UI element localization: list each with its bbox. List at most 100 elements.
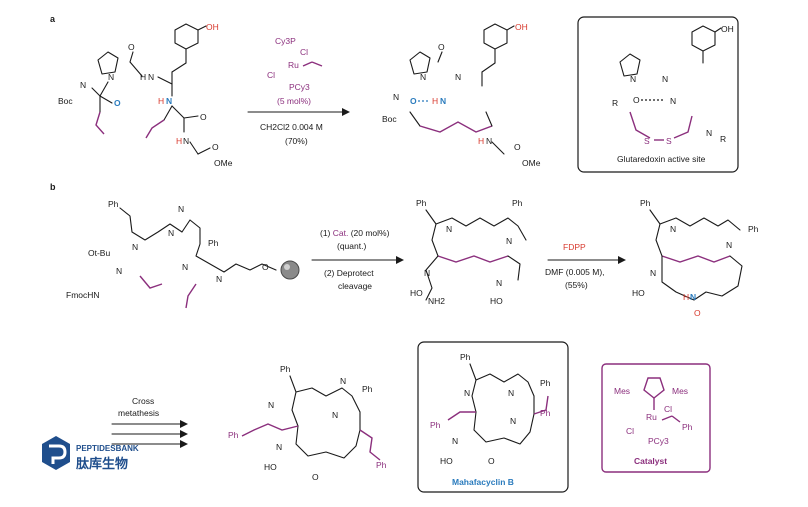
intermediate-b: Ph Ph NH2 HO HO N N N N [410,198,527,306]
o-label-1: O [128,42,135,52]
glutaredoxin-box [577,16,739,173]
cat-ph: Ph [682,422,693,432]
o-label-3: O [212,142,219,152]
mahafacyclin-label: Mahafacyclin B [452,477,514,487]
nh-label: H [140,72,146,82]
oh-glut: OH [721,24,734,34]
step1-quant: (quant.) [337,241,366,251]
step2-line2: cleavage [338,281,372,291]
ph-mb-4: Ph [540,408,551,418]
n-mb-3: N [452,436,458,446]
cat-mes-right: Mes [672,386,688,396]
n-mb-2: N [508,388,514,398]
n-cm-2: N [340,376,346,386]
o-cm: O [312,472,319,482]
n-product-3: N [486,136,492,146]
ph-cyc-1: Ph [640,198,651,208]
o-product-3: O [514,142,521,152]
ph-2: Ph [208,238,219,248]
glutaredoxin-caption: Glutaredoxin active site [617,154,706,164]
solvent-conditions: CH2Cl2 0.004 M [260,122,323,132]
oh-label: OH [206,22,219,32]
oh-label-product: OH [515,22,528,32]
boc-product: Boc [382,114,397,124]
n-cyc-blue: N [690,292,696,302]
nh-glut-R: R [612,98,618,108]
ph-cm-left: Ph [228,430,239,440]
n-b-1: N [132,242,138,252]
catalyst-box [601,363,711,473]
n-label-3: N [183,136,189,146]
otbu-label: Ot-Bu [88,248,110,258]
boc-label: Boc [58,96,73,106]
n-mb-4: N [510,416,516,426]
s1-label: S [644,136,650,146]
peptide-a-product: OH N O N O H N N Boc H N O OMe [382,22,541,168]
ho-mb: HO [440,456,453,466]
arrowhead-cm1 [180,420,188,428]
cat-mes-left: Mes [614,386,630,396]
pro-n-product: N [420,72,426,82]
n-b-4: N [182,262,188,272]
n-glut-2: N [662,74,668,84]
n-glut-1: N [630,74,636,84]
catalyst-structure: Mes Mes Ru Cl Cl Ph PCy3 Catalyst [614,377,693,466]
cy3p-label: Cy3P [275,36,296,46]
ho-cyc: HO [632,288,645,298]
cl-top-label: Cl [300,47,308,57]
o-ester: O [262,262,269,272]
o-product-1: O [438,42,445,52]
nh-product-1: N [455,72,461,82]
ph-cyc-2: Ph [748,224,759,234]
catalyst-loading: (5 mol%) [277,96,311,106]
h-product-red2: H [478,136,484,146]
ph-int-1: Ph [416,198,427,208]
fdpp-label: FDPP [563,242,586,252]
n-product-boc: N [393,92,399,102]
ph-mb-1: Ph [460,352,471,362]
step2-line1: (2) Deprotect [324,268,374,278]
h-product-red: H [432,96,438,106]
logo-mark [49,444,67,464]
step1-rest: (20 mol%) [348,228,389,238]
n-b-5: N [116,266,122,276]
n-int-3: N [424,268,430,278]
arrowhead-a [342,108,350,116]
n-glut-3: N [670,96,676,106]
n-product-blue: N [440,96,446,106]
mahafacyclin-box [417,341,569,493]
n-cyc-red-h: H [683,292,689,302]
cross-line2: metathesis [118,408,159,418]
catalyst-a: Cy3P Cl Ru Cl PCy3 (5 mol%) [267,36,323,106]
ru-label: Ru [288,60,299,70]
n-b-3: N [168,228,174,238]
cl-left-label: Cl [267,70,275,80]
n-int-1: N [446,224,452,234]
n-b-6: N [216,274,222,284]
step1-text: (1) Cat. (20 mol%) [320,228,390,238]
r-glut-2: R [720,134,726,144]
step1-prefix: (1) [320,228,333,238]
step1-cat: Cat. [333,228,349,238]
nh2-label: NH2 [428,296,445,306]
glutaredoxin-structure: OH N N R O N S S N R Glutaredoxin active… [612,24,734,164]
ome-label: OMe [214,158,233,168]
arrowhead-cm3 [180,440,188,448]
ome-product: OMe [522,158,541,168]
fdpp-cond1: DMF (0.005 M), [545,267,605,277]
yield-a: (70%) [285,136,308,146]
panel-b-label: b [50,182,56,192]
cat-ru: Ru [646,412,657,422]
logo-line2: 肽库生物 [76,456,128,472]
cm-product: Ph Ph Ph Ph N N N N HO O [228,364,387,482]
n-cm-4: N [332,410,338,420]
n-cm-3: N [276,442,282,452]
ph-cm-1: Ph [280,364,291,374]
ph-cm-2: Ph [362,384,373,394]
resin-bead-highlight [284,264,290,270]
resin-bead [280,260,300,280]
peptidesbank-logo: PEPTIDESBANK 肽库生物 [42,436,139,472]
cyclic-product-b: Ph Ph N N N H N HO O [632,198,759,318]
ph-mb-3: Ph [430,420,441,430]
